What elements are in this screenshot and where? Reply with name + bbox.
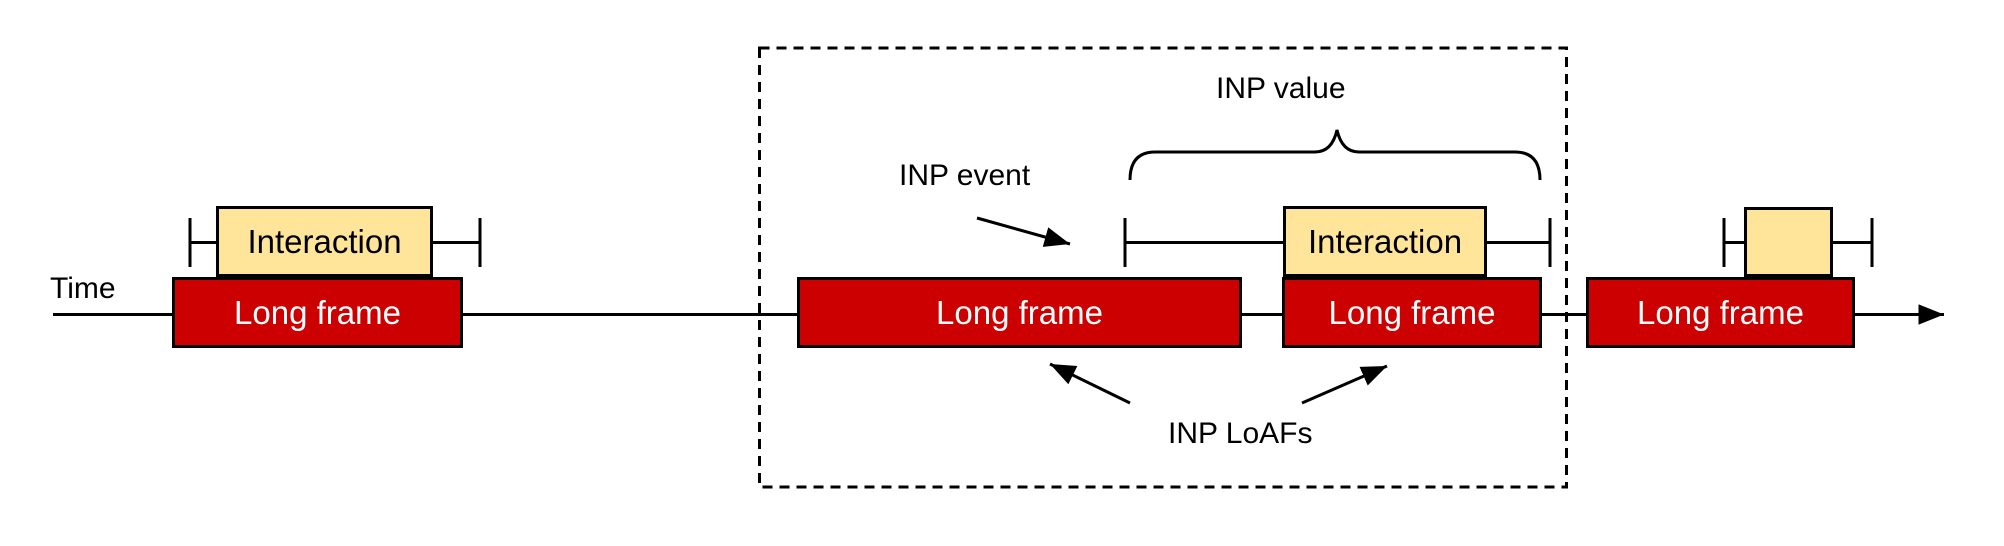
- inp-dashed-region-border: [758, 46, 1568, 489]
- inp-loafs-label: INP LoAFs: [1168, 417, 1313, 450]
- inp-value-brace: [1128, 129, 1542, 181]
- inp-event-label: INP event: [899, 159, 1031, 192]
- inp-event-arrow: [976, 216, 1071, 247]
- time-axis-label: Time: [50, 272, 116, 305]
- long-frame-box-1: Long frame: [172, 277, 463, 348]
- inp-loafs-arrow-right: [1301, 364, 1388, 405]
- inp-value-label: INP value: [1216, 72, 1346, 105]
- interaction-box-2: Interaction: [1283, 206, 1487, 277]
- long-frame-box-2: Long frame: [797, 277, 1242, 348]
- interaction-box-1: Interaction: [216, 206, 433, 277]
- inp-loafs-arrow-left: [1049, 362, 1131, 405]
- long-frame-box-3: Long frame: [1282, 277, 1542, 348]
- interaction-box-3: [1744, 207, 1833, 277]
- long-frame-box-4: Long frame: [1586, 277, 1855, 348]
